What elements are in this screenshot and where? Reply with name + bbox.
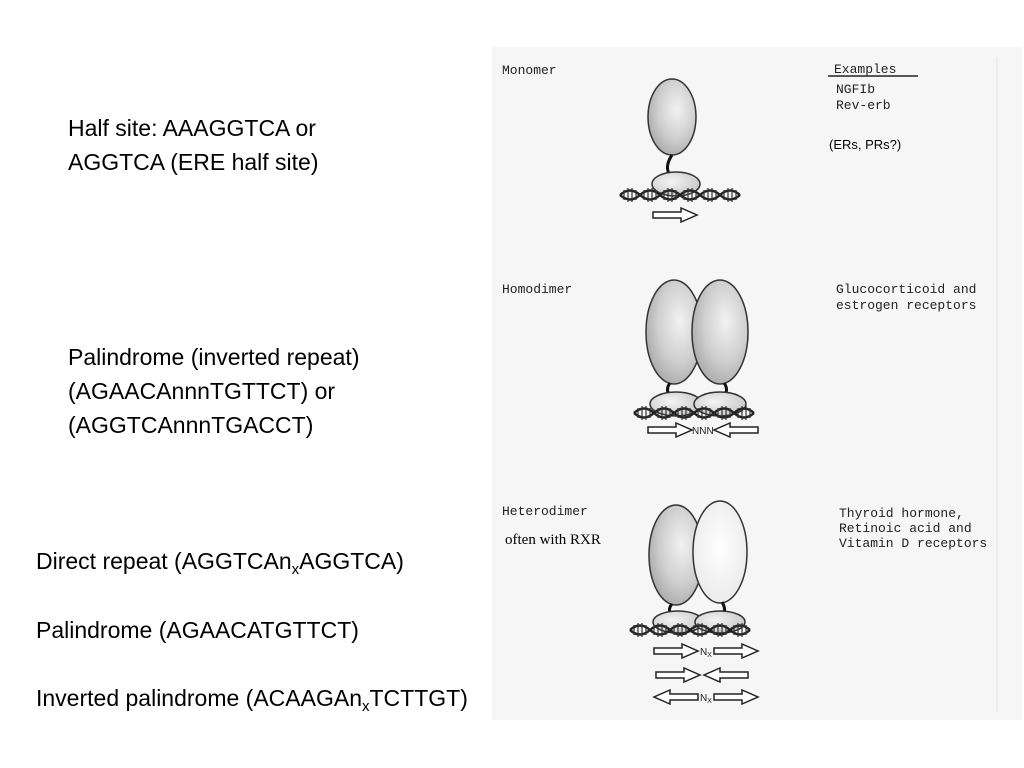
half-site-text: Half site: AAAGGTCA or AGGTCA (ERE half … (68, 111, 319, 179)
heterodimer-label: Heterodimer (502, 504, 588, 519)
heterodimer-example-2: Retinoic acid and (839, 521, 972, 536)
monomer-label: Monomer (502, 63, 557, 78)
heterodimer-partner-ligand-domain (692, 500, 748, 604)
monomer-note: (ERs, PRs?) (829, 137, 901, 152)
inverted-palindrome-sub: x (362, 698, 370, 715)
palindrome-inverted-text: Palindrome (inverted repeat) (AGAACAnnnT… (68, 340, 359, 442)
heterodimer-note: often with RXR (505, 532, 601, 548)
monomer-example-2: Rev-erb (836, 98, 891, 113)
direct-repeat-pre: Direct repeat (AGGTCAn (36, 548, 292, 574)
receptor-binding-figure: Monomer Examples NGFIb Rev-erb (ERs, PRs… (492, 47, 1022, 720)
heterodimer-example-3: Vitamin D receptors (839, 536, 987, 551)
inverted-palindrome-pre: Inverted palindrome (ACAAGAn (36, 685, 362, 711)
figure-background (492, 47, 1022, 720)
heterodimer-example-1: Thyroid hormone, (839, 506, 964, 521)
monomer-ligand-domain (647, 78, 697, 156)
inverted-palindrome-text: Inverted palindrome (ACAAGAnxTCTTGT) (36, 681, 468, 715)
half-site-line-1: Half site: AAAGGTCA or (68, 115, 316, 141)
palindrome-line: Palindrome (AGAACATGTTCT) (36, 617, 359, 643)
homodimer-right-ligand-domain (691, 279, 749, 385)
homodimer-spacer: NNN (692, 426, 714, 437)
direct-repeat-spacer: NX (700, 647, 712, 659)
direct-repeat-sub: x (291, 561, 300, 578)
homodimer-example-2: estrogen receptors (836, 298, 976, 313)
palindrome-inverted-line-2: (AGAACAnnnTGTTCT) or (68, 378, 336, 404)
inverted-palindrome-post: TCTTGT) (369, 685, 468, 711)
homodimer-label: Homodimer (502, 282, 572, 297)
palindrome-text: Palindrome (AGAACATGTTCT) (36, 613, 359, 647)
homodimer-example-1: Glucocorticoid and (836, 282, 976, 297)
examples-header: Examples (834, 62, 896, 77)
palindrome-inverted-line-3: (AGGTCAnnnTGACCT) (68, 412, 314, 438)
direct-repeat-post: AGGTCA) (299, 548, 404, 574)
inverted-palindrome-spacer: NX (700, 693, 712, 705)
monomer-example-1: NGFIb (836, 82, 875, 97)
direct-repeat-text: Direct repeat (AGGTCAnxAGGTCA) (36, 544, 404, 578)
half-site-line-2: AGGTCA (ERE half site) (68, 149, 319, 175)
palindrome-inverted-line-1: Palindrome (inverted repeat) (68, 344, 360, 370)
